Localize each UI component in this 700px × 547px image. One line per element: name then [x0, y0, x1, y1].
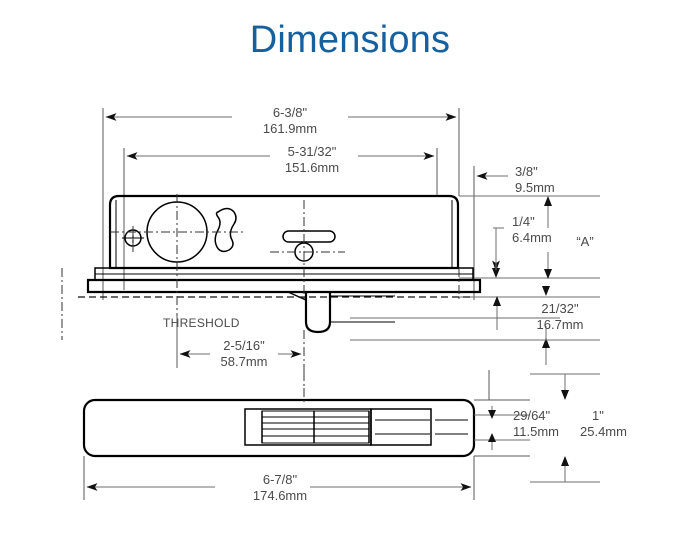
dimension-body-height-variable: “A”: [544, 196, 594, 279]
dimension-bolt-projection-lower-leader: [542, 338, 550, 365]
grille-inner: [261, 410, 370, 444]
dim-value-imperial: 2-5/16": [223, 338, 265, 353]
extension-lines-top-view: [102, 108, 475, 300]
dim-value-imperial: 3/8": [515, 164, 538, 179]
dim-value-metric: 9.5mm: [515, 180, 555, 195]
adjustment-slot: [282, 230, 336, 243]
dim-value-metric: 174.6mm: [253, 488, 307, 503]
threshold-label: THRESHOLD: [163, 316, 240, 330]
bolt-protrusion: [304, 292, 332, 334]
dim-value-metric: 25.4mm: [580, 424, 627, 439]
device-plan-view: [82, 398, 476, 458]
flange-plate-lower: [86, 278, 482, 294]
dimension-body-length: 5-31/32" 151.6mm: [126, 144, 435, 175]
dim-value-imperial: 1": [592, 408, 604, 423]
dim-value-label: “A”: [576, 234, 593, 249]
dim-value-imperial: 21/32": [541, 301, 579, 316]
dim-value-metric: 161.9mm: [263, 121, 317, 136]
dimension-plate-overall-width: 1" 25.4mm: [530, 373, 627, 483]
device-side-elevation: [86, 194, 482, 334]
dim-value-imperial: 1/4": [512, 214, 535, 229]
dimension-bolt-projection: 21/32" 16.7mm: [493, 286, 583, 350]
dim-value-imperial: 5-31/32": [288, 144, 337, 159]
dimension-flange-thickness: 1/4" 6.4mm: [492, 214, 552, 278]
dim-value-metric: 6.4mm: [512, 230, 552, 245]
dimension-overall-faceplate-length: 6-3/8" 161.9mm: [105, 105, 457, 136]
dimension-plate-inner-width: 29/64" 11.5mm: [488, 406, 559, 450]
grille-frame: [244, 408, 372, 446]
grille-right-cell: [370, 408, 432, 446]
dimension-bolt-centerline-from-threshold: 2-5/16" 58.7mm: [176, 316, 305, 372]
dim-value-imperial: 29/64": [513, 408, 551, 423]
dim-value-imperial: 6-3/8": [273, 105, 308, 120]
centerlines-top-view: [61, 194, 460, 352]
extension-lines-plan-view: [83, 370, 530, 500]
dim-value-metric: 11.5mm: [513, 424, 559, 439]
dim-value-metric: 58.7mm: [221, 354, 268, 369]
page-title: Dimensions: [249, 19, 451, 61]
dimension-plate-overall-length: 6-7/8" 174.6mm: [86, 472, 472, 503]
device-body-outline: [108, 194, 460, 270]
dim-value-imperial: 6-7/8": [263, 472, 298, 487]
cam-slot-shape: [214, 207, 237, 253]
plate-outline: [82, 398, 476, 458]
dim-value-metric: 151.6mm: [285, 160, 339, 175]
dimension-faceplate-lip-offset: 3/8" 9.5mm: [476, 164, 555, 195]
dim-value-metric: 16.7mm: [537, 317, 584, 332]
